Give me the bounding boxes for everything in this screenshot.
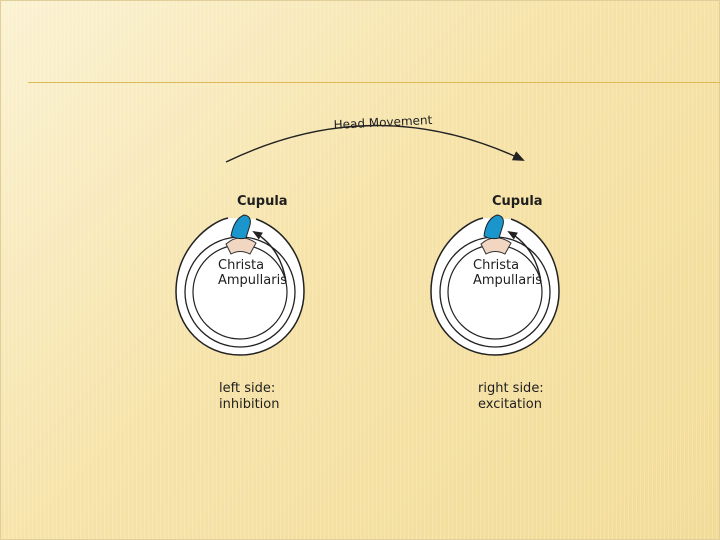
right-side-label-line1: right side:	[478, 381, 544, 396]
left-side-label-line1: left side:	[219, 381, 275, 396]
left-cupula-label: Cupula	[237, 194, 288, 209]
right-crista-label-line2: Ampullaris	[473, 273, 542, 288]
left-crista-label-line2: Ampullaris	[218, 273, 287, 288]
right-side-label-line2: excitation	[478, 397, 542, 412]
right-cupula-label: Cupula	[492, 194, 543, 209]
left-crista-label-line1: Christa	[218, 258, 264, 273]
left-side-label-line2: inhibition	[219, 397, 279, 412]
right-crista-label-line1: Christa	[473, 258, 519, 273]
head-movement-arrow	[226, 125, 523, 162]
